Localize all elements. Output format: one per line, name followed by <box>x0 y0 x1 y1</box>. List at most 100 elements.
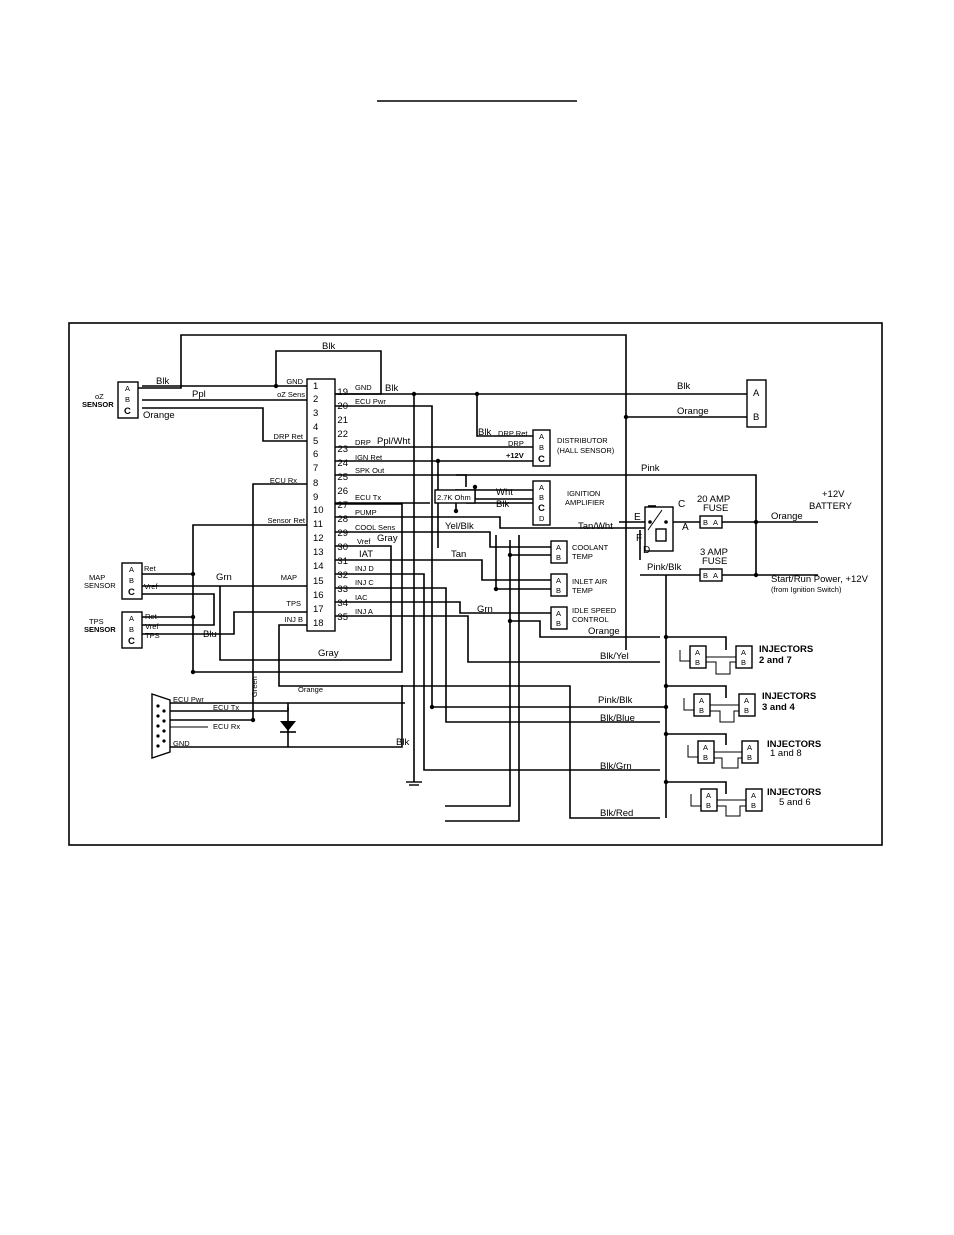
pin-5: 5 <box>313 436 318 447</box>
svg-text:A: A <box>699 696 704 705</box>
wire-green-vertical: Green <box>250 676 259 697</box>
wire-tan: Tan <box>451 549 466 560</box>
svg-text:5 and 6: 5 and 6 <box>779 797 811 808</box>
pin-26: 26 <box>337 486 348 497</box>
ground-symbol <box>406 781 422 786</box>
wire-pink-blk-inj: Pink/Blk <box>598 695 633 706</box>
wires <box>138 334 818 822</box>
svg-text:D: D <box>643 545 650 556</box>
pin-11: 11 <box>313 519 323 530</box>
pin-7: 7 <box>313 463 318 474</box>
wire-gray-bottom: Gray <box>318 648 339 659</box>
label-ecu-tx: ECU Tx <box>355 493 381 502</box>
inlet-air-temp-sensor: A B INLET AIR TEMP <box>550 573 608 597</box>
wire-ppl: Ppl <box>192 389 206 400</box>
svg-text:B: B <box>539 443 544 452</box>
svg-text:B: B <box>703 571 708 580</box>
svg-text:C: C <box>678 499 685 510</box>
pin-17: 17 <box>313 604 324 615</box>
coolant-temp-sensor: A B COOLANT TEMP <box>550 540 609 564</box>
svg-text:B: B <box>741 658 746 667</box>
wire-pink-blk-fuse: Pink/Blk <box>647 562 682 573</box>
svg-text:B: B <box>751 801 756 810</box>
pin-8: 8 <box>313 478 318 489</box>
wire-yel-blk: Yel/Blk <box>445 521 474 532</box>
svg-text:B: B <box>699 706 704 715</box>
wire-blk-ign: Blk <box>496 499 509 510</box>
label-inj-b: INJ B <box>285 615 303 624</box>
svg-text:B: B <box>706 801 711 810</box>
svg-text:Vref: Vref <box>144 582 158 591</box>
label-spk-out: SPK Out <box>355 466 385 475</box>
svg-text:CONTROL: CONTROL <box>572 615 609 624</box>
wire-orange-o2: Orange <box>143 410 175 421</box>
pin-22: 22 <box>337 429 348 440</box>
pin-9: 9 <box>313 492 318 503</box>
svg-text:SENSOR: SENSOR <box>84 625 116 634</box>
svg-text:B: B <box>556 586 561 595</box>
svg-text:INJECTORS: INJECTORS <box>767 787 821 798</box>
svg-text:B: B <box>695 658 700 667</box>
pin-19: 19 <box>337 387 348 398</box>
label-inj-c: INJ C <box>355 578 374 587</box>
wire-grn-map: Grn <box>216 572 232 583</box>
label-map: MAP <box>281 573 297 582</box>
svg-text:INJECTORS: INJECTORS <box>759 644 813 655</box>
pin-32: 32 <box>337 570 348 581</box>
label-o2-sens: oZ Sens <box>277 390 305 399</box>
ecu-left-labels: GND oZ Sens DRP Ret ECU Rx Sensor Ret MA… <box>267 377 305 624</box>
wire-blk-red: Blk/Red <box>600 808 633 819</box>
pin-31: 31 <box>337 556 348 567</box>
distributor: A B C DRP Ret DRP +12V DISTRIBUTOR (HALL… <box>498 429 615 467</box>
o2-sensor: A B C oZ SENSOR <box>82 381 139 419</box>
injectors-2-and-7: A B A B INJECTORS 2 and 7 <box>679 644 813 675</box>
svg-text:3 and 4: 3 and 4 <box>762 702 795 713</box>
wire-gray-vref: Gray <box>377 533 398 544</box>
start-run-label-2: (from Ignition Switch) <box>771 585 842 594</box>
svg-text:B: B <box>747 753 752 762</box>
fuel-pump-relay: C E A F D <box>634 499 689 556</box>
wire-blk-db9: Blk <box>396 737 409 748</box>
pin-16: 16 <box>313 590 324 601</box>
pin-12: 12 <box>313 533 324 544</box>
svg-text:SENSOR: SENSOR <box>84 581 116 590</box>
ecu-connector <box>306 378 336 632</box>
resistor-2-7k: 2.7K Ohm <box>434 489 476 504</box>
pin-35: 35 <box>337 612 348 623</box>
wire-blk-grn: Blk/Grn <box>600 761 632 772</box>
svg-text:A: A <box>703 743 708 752</box>
pin-3: 3 <box>313 408 318 419</box>
terminal-block: A B <box>746 379 767 428</box>
svg-text:INJECTORS: INJECTORS <box>762 691 816 702</box>
svg-text:A: A <box>129 614 134 623</box>
pin-29: 29 <box>337 528 348 539</box>
svg-text:A: A <box>539 483 544 492</box>
diagram-frame <box>68 322 883 846</box>
svg-text:20 AMP: 20 AMP <box>697 494 730 505</box>
svg-text:INJECTORS: INJECTORS <box>767 739 821 750</box>
wire-labels: Blk Ppl Orange Blk Blk Blk Orange Blk Pp… <box>143 341 803 819</box>
fuse-20-amp: B A 20 AMP FUSE <box>697 494 730 529</box>
idle-speed-control: A B IDLE SPEED CONTROL <box>550 606 617 630</box>
svg-text:A: A <box>556 576 561 585</box>
svg-text:+12V: +12V <box>506 451 524 460</box>
svg-text:ECU Pwr: ECU Pwr <box>173 695 204 704</box>
label-cool-sens: COOL Sens <box>355 523 395 532</box>
svg-text:C: C <box>538 503 545 514</box>
svg-text:ECU Tx: ECU Tx <box>213 703 239 712</box>
svg-text:A: A <box>741 648 746 657</box>
label-ecu-pwr: ECU Pwr <box>355 397 386 406</box>
wire-orange-inj: Orange <box>588 626 620 637</box>
svg-text:DISTRIBUTOR: DISTRIBUTOR <box>557 436 608 445</box>
label-gnd-left: GND <box>286 377 303 386</box>
svg-text:A: A <box>753 388 760 399</box>
power-labels: +12V BATTERY Start/Run Power, +12V (from… <box>771 489 869 594</box>
svg-text:DRP Ret: DRP Ret <box>498 429 528 438</box>
svg-text:D: D <box>539 514 545 523</box>
wire-wht: Wht <box>496 487 513 498</box>
wire-blk-yel: Blk/Yel <box>600 651 629 662</box>
label-drp-ret-left: DRP Ret <box>274 432 304 441</box>
svg-text:(HALL SENSOR): (HALL SENSOR) <box>557 446 615 455</box>
pin-1: 1 <box>313 381 318 392</box>
